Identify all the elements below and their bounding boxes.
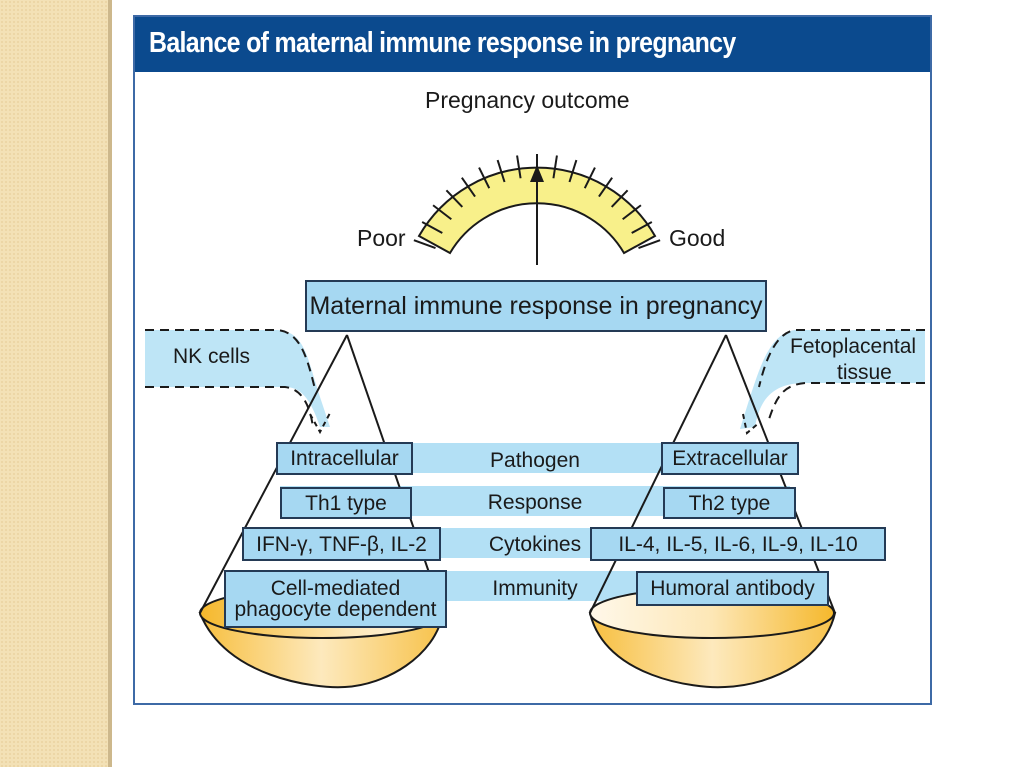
gauge-tick [413, 239, 436, 250]
gauge-label: Pregnancy outcome [425, 87, 630, 113]
left-pathogen-box: Intracellular [276, 442, 413, 475]
gauge-tick [516, 155, 522, 179]
gauge-tick [421, 221, 443, 234]
slide-sidebar-edge [108, 0, 112, 767]
fetoplacental-arrow [740, 329, 925, 435]
figure-title: Balance of maternal immune response in p… [149, 27, 736, 59]
row-label-response: Response [487, 491, 583, 514]
left-cytokines-box: IFN-γ, TNF-β, IL-2 [242, 527, 441, 561]
outcome-gauge [413, 154, 661, 265]
gauge-tick [478, 167, 491, 189]
fetoplacental-label-line2: tissue [837, 361, 892, 384]
gauge-needle-arrowhead [530, 165, 544, 182]
gauge-ticks [413, 154, 661, 250]
fetoplacental-label-line1: Fetoplacental [790, 335, 917, 358]
row-label-pathogen: Pathogen [490, 449, 580, 472]
right-cytokines-box: IL-4, IL-5, IL-6, IL-9, IL-10 [590, 527, 886, 561]
slide-sidebar-pattern [0, 0, 108, 767]
gauge-tick [631, 221, 653, 234]
gauge-tick [496, 159, 506, 183]
nk-cells-arrow [145, 329, 331, 435]
gauge-tick [445, 189, 464, 208]
gauge-tick [583, 167, 596, 189]
right-immunity-box: Humoral antibody [636, 571, 829, 606]
left-response-box: Th1 type [280, 487, 412, 519]
right-pathogen-box: Extracellular [661, 442, 799, 475]
gauge-poor-label: Poor [357, 225, 406, 251]
right-response-box: Th2 type [663, 487, 796, 519]
row-label-cytokines: Cytokines [488, 533, 582, 556]
gauge-tick [638, 239, 661, 250]
left-immunity-line2: phagocyte dependent [234, 598, 437, 621]
gauge-tick [598, 177, 613, 198]
gauge-tick [568, 159, 578, 183]
diagram-figure: Balance of maternal immune response in p… [133, 15, 932, 705]
gauge-tick [552, 155, 558, 179]
gauge-good-label: Good [669, 225, 726, 251]
gauge-tick [610, 189, 629, 208]
row-label-immunity: Immunity [492, 577, 578, 600]
gauge-tick [432, 204, 452, 221]
left-immunity-box: Cell-mediated phagocyte dependent [224, 570, 447, 628]
title-bar: Balance of maternal immune response in p… [135, 17, 930, 72]
gauge-tick [622, 204, 642, 221]
gauge-tick [461, 177, 476, 198]
nk-cells-label: NK cells [173, 345, 251, 368]
left-immunity-line1: Cell-mediated [270, 577, 401, 600]
maternal-immune-response-box: Maternal immune response in pregnancy [305, 280, 767, 332]
